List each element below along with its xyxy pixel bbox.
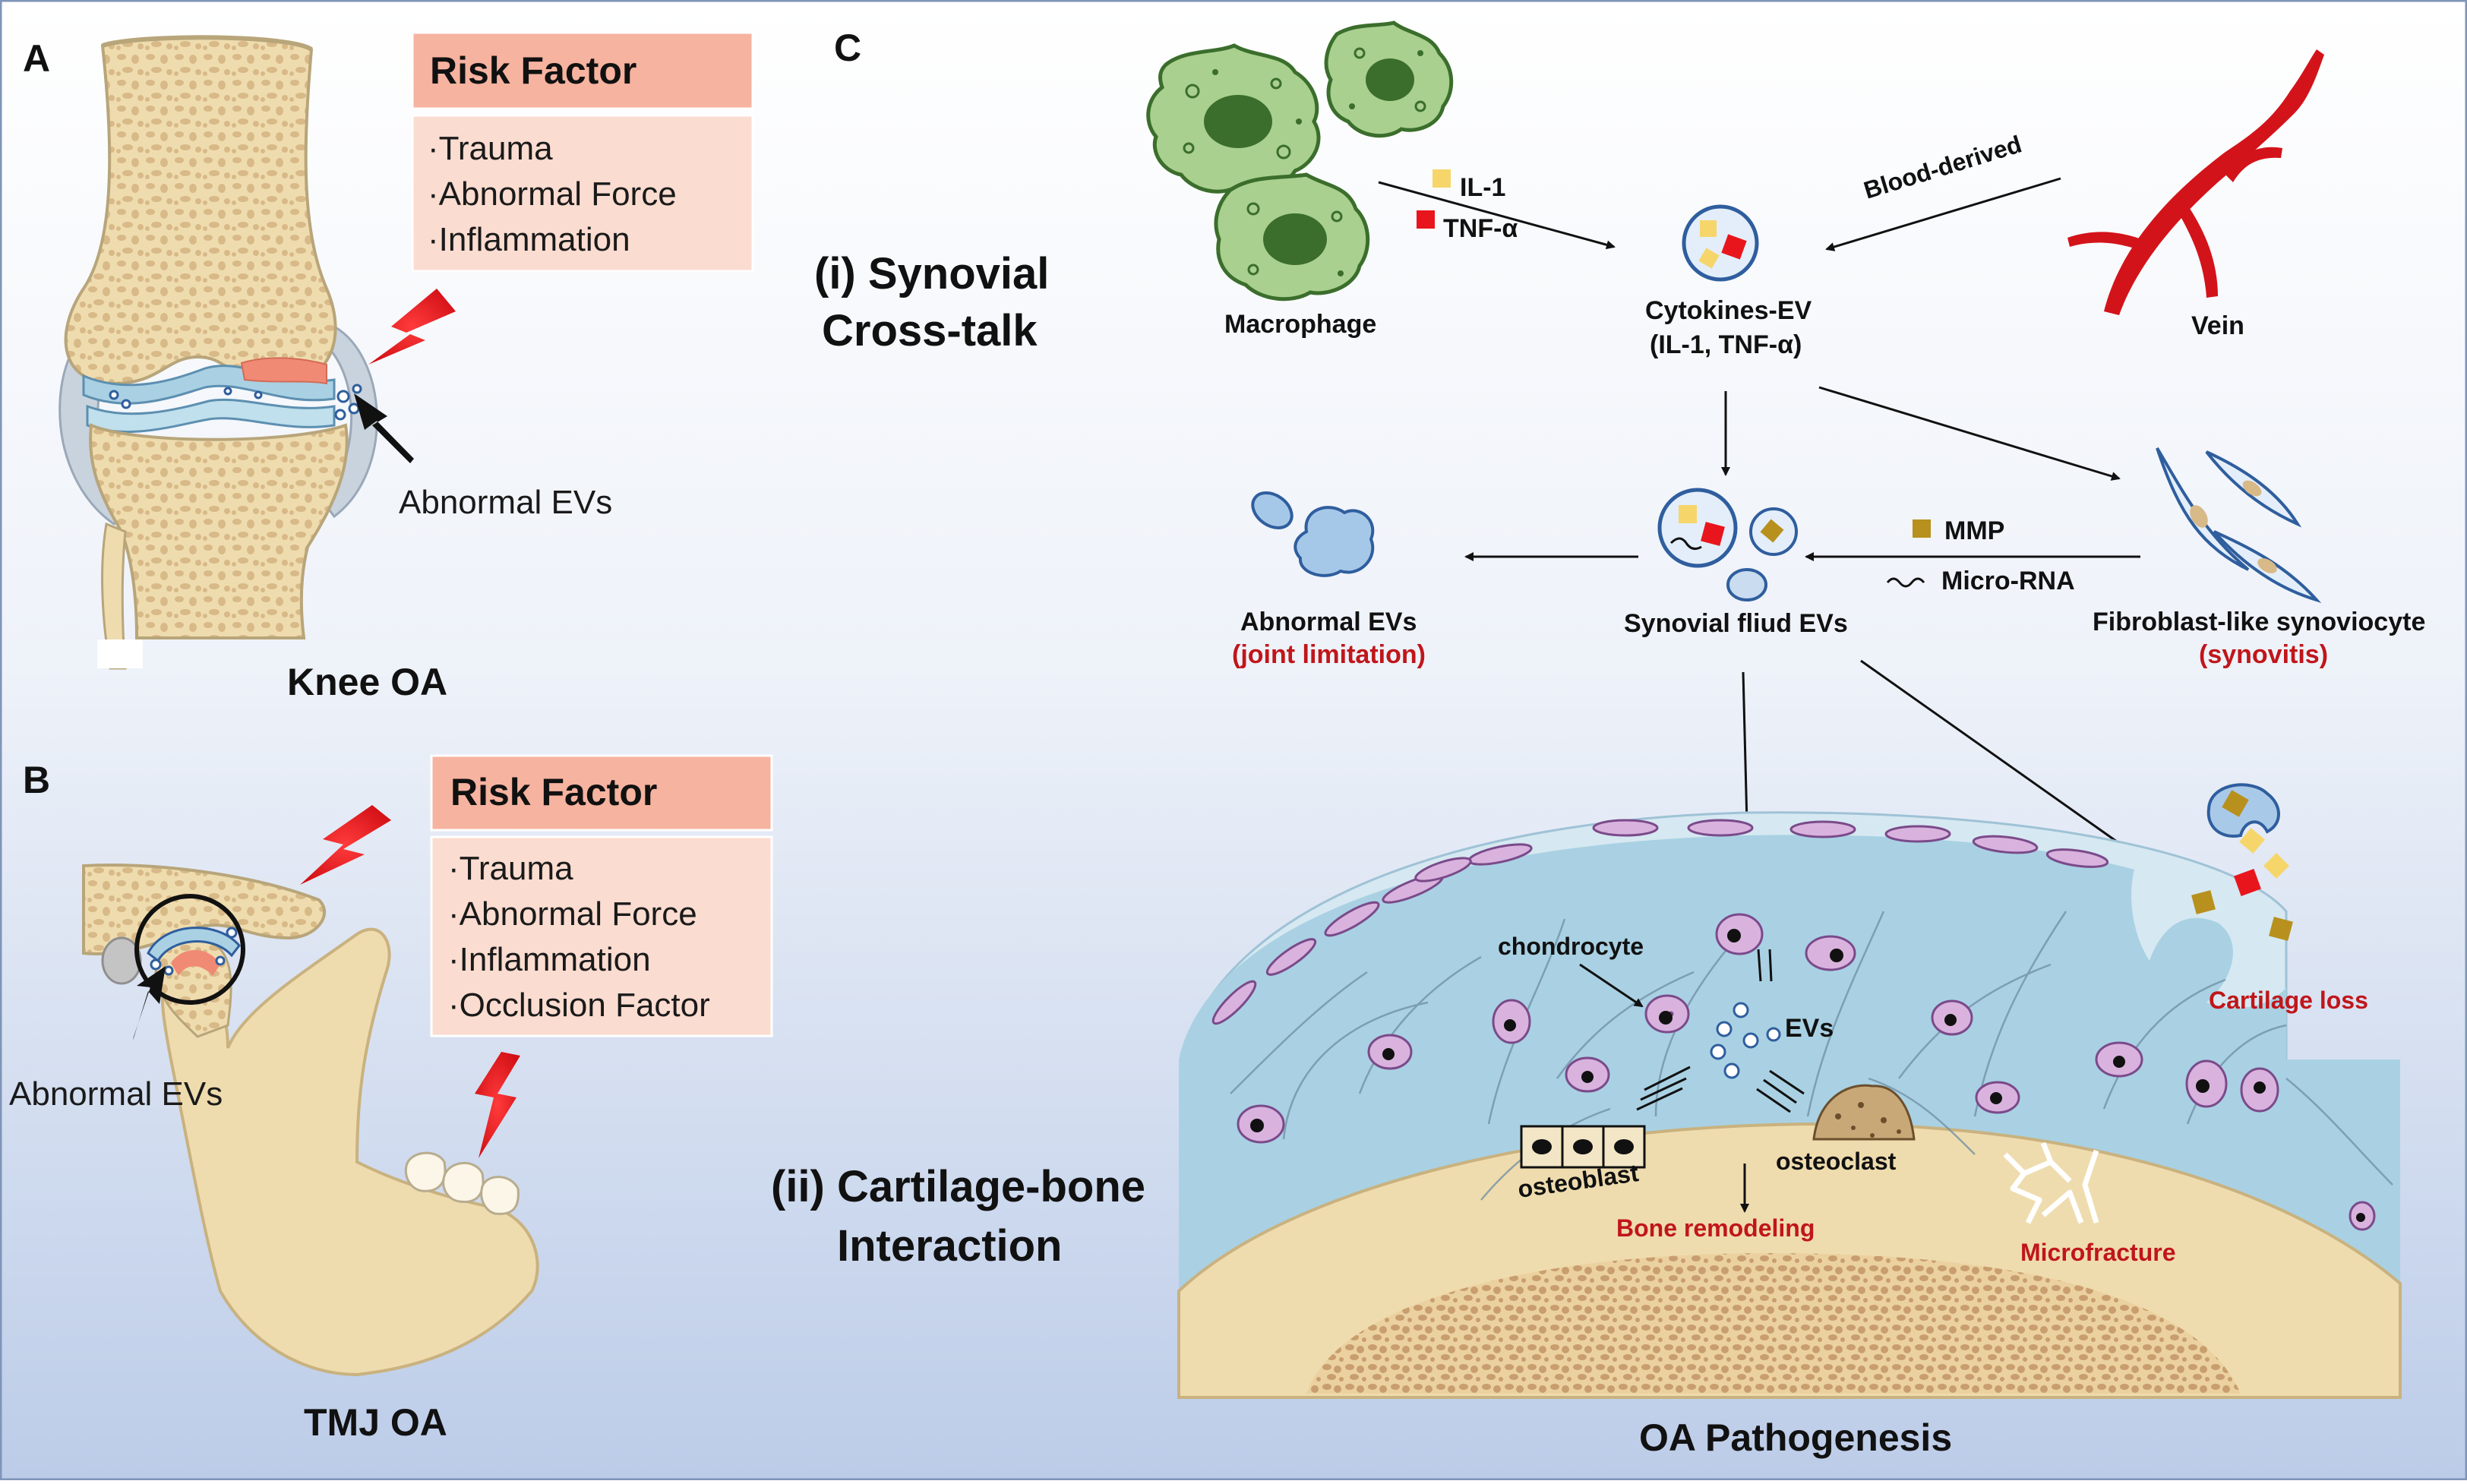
knee-ev-arrow — [354, 393, 414, 463]
osteoclast-cell — [1812, 1084, 1916, 1141]
microfracture-label: Microfracture — [2020, 1239, 2176, 1266]
synovial-evs-label: Synovial fliud EVs — [1624, 609, 1848, 638]
knee-lightning-icon — [368, 289, 456, 365]
macrophage-cell-1 — [1146, 43, 1321, 194]
section-i-line-2: Cross-talk — [822, 306, 1038, 355]
macrophage-label: Macrophage — [1224, 310, 1376, 339]
cartilage-loss-ev — [2191, 783, 2293, 941]
knee-cartilage-damage — [240, 357, 327, 385]
knee-risk-item-2: ·Abnormal Force — [428, 175, 677, 213]
microrna-legend-wave — [1886, 577, 1925, 588]
cytokines-ev-label-1: Cytokines-EV — [1645, 296, 1812, 325]
panel-a: A Risk Factor ·Trauma ·Abnorm — [23, 31, 754, 703]
tmj-risk-header — [430, 754, 773, 832]
tnf-legend-square — [1417, 210, 1435, 229]
synovitis-label: (synovitis) — [2199, 640, 2328, 669]
ear-canal — [101, 936, 142, 985]
cartilage-bone-diagram — [1177, 783, 2402, 1399]
knee-risk-header — [411, 31, 754, 110]
tmj-evs — [150, 927, 238, 976]
panel-a-letter: A — [23, 37, 50, 80]
cartilage-loss-label: Cartilage loss — [2209, 987, 2368, 1014]
collagen-fibers — [1230, 911, 2393, 1201]
cartilage-evs — [1710, 1002, 1781, 1079]
knee-evs — [109, 384, 362, 421]
macrophage-cell-3 — [1214, 172, 1370, 302]
trabecular-bone — [1306, 1253, 2241, 1394]
tmj-risk-title: Risk Factor — [450, 771, 657, 813]
panel-b-letter: B — [23, 759, 50, 801]
tmj-lightning-icon-1 — [300, 805, 391, 885]
osteoblast-cells — [1520, 1125, 1646, 1169]
knee-risk-body — [411, 114, 754, 273]
ev-signal-lines — [1636, 949, 1805, 1113]
mmp-label: MMP — [1944, 516, 2004, 545]
panel-b: B Risk Factor ·Trauma ·Abnorm — [9, 754, 773, 1444]
mmp-legend-square — [1913, 519, 1931, 538]
chondrocyte-pointer — [1579, 963, 1644, 1008]
tmj-magnifier-circle — [134, 894, 245, 1005]
knee-risk-title: Risk Factor — [430, 49, 636, 92]
fibroblast-cells — [2156, 447, 2322, 603]
vein-icon — [2067, 49, 2324, 315]
tmj-risk-item-2: ·Abnormal Force — [448, 895, 697, 933]
section-ii-line-2: Interaction — [837, 1221, 1063, 1271]
panel-c-letter: C — [834, 27, 861, 69]
tnf-label: TNF-α — [1443, 214, 1518, 243]
abnormal-ev-blobs — [1251, 491, 1375, 577]
macrophage-cell-2 — [1324, 21, 1454, 138]
knee-caption: Knee OA — [287, 661, 447, 703]
tmj-risk-body — [430, 835, 773, 1037]
il1-legend-square — [1433, 169, 1451, 188]
cytokines-ev — [1682, 204, 1759, 282]
ev-to-fibroblast-arrow — [1818, 386, 2121, 481]
macrophage-cells — [1146, 21, 1454, 302]
section-i-line-1: (i) Synovial — [814, 249, 1049, 298]
knee-lower-cartilage — [86, 398, 336, 434]
molar-teeth — [404, 1151, 520, 1215]
figure-footer: OA Pathogenesis — [1639, 1416, 1952, 1459]
tmj-ev-arrow — [133, 966, 166, 1040]
tmj-risk-item-3: ·Inflammation — [448, 941, 651, 978]
tmj-risk-item-4: ·Occlusion Factor — [448, 987, 710, 1024]
microfracture-lines — [2003, 1141, 2099, 1224]
condyle-damage — [171, 949, 220, 976]
cytokines-ev-label-2: (IL-1, TNF-α) — [1650, 330, 1802, 359]
femur — [64, 36, 337, 386]
femur-top-edge — [102, 35, 313, 52]
vein-to-ev-arrow — [1825, 177, 2061, 251]
panel-c: C (i) Synovial Cross-talk (ii) Cartilage… — [771, 21, 2425, 1459]
tibia — [89, 423, 349, 639]
surface-chondrocytes — [1211, 819, 2109, 1025]
evs-label: EVs — [1785, 1014, 1834, 1043]
tmj-abnormal-evs-label: Abnormal EVs — [9, 1075, 223, 1113]
knee-abnormal-evs-label: Abnormal EVs — [399, 484, 612, 521]
vein-label: Vein — [2191, 311, 2244, 340]
microrna-label: Micro-RNA — [1941, 567, 2075, 595]
osteoclast-label: osteoclast — [1776, 1148, 1897, 1175]
il1-label: IL-1 — [1460, 173, 1505, 202]
tibia-cut-patch — [97, 639, 143, 668]
synovial-to-cartilage-loss-arrow — [1860, 659, 2142, 860]
joint-limitation-label: (joint limitation) — [1232, 640, 1426, 669]
fibroblast-label: Fibroblast-like synoviocyte — [2093, 608, 2425, 636]
tmj-risk-item-1: ·Trauma — [448, 850, 573, 887]
tmj-caption: TMJ OA — [304, 1401, 447, 1444]
section-ii-line-1: (ii) Cartilage-bone — [771, 1162, 1145, 1211]
chondrocyte-label: chondrocyte — [1498, 933, 1644, 960]
knee-risk-item-3: ·Inflammation — [428, 221, 630, 258]
abnormal-evs-label: Abnormal EVs — [1240, 608, 1417, 636]
bone-remodeling-label: Bone remodeling — [1616, 1214, 1815, 1242]
knee-risk-item-1: ·Trauma — [428, 130, 553, 167]
knee-capsule-right — [321, 325, 378, 519]
synovial-fluid-evs — [1657, 488, 1798, 601]
tmj-disc — [147, 927, 241, 963]
tmj-lightning-icon-2 — [475, 1052, 520, 1158]
deep-chondrocytes — [1237, 913, 2376, 1231]
macrophage-to-ev-arrow — [1378, 181, 1616, 250]
